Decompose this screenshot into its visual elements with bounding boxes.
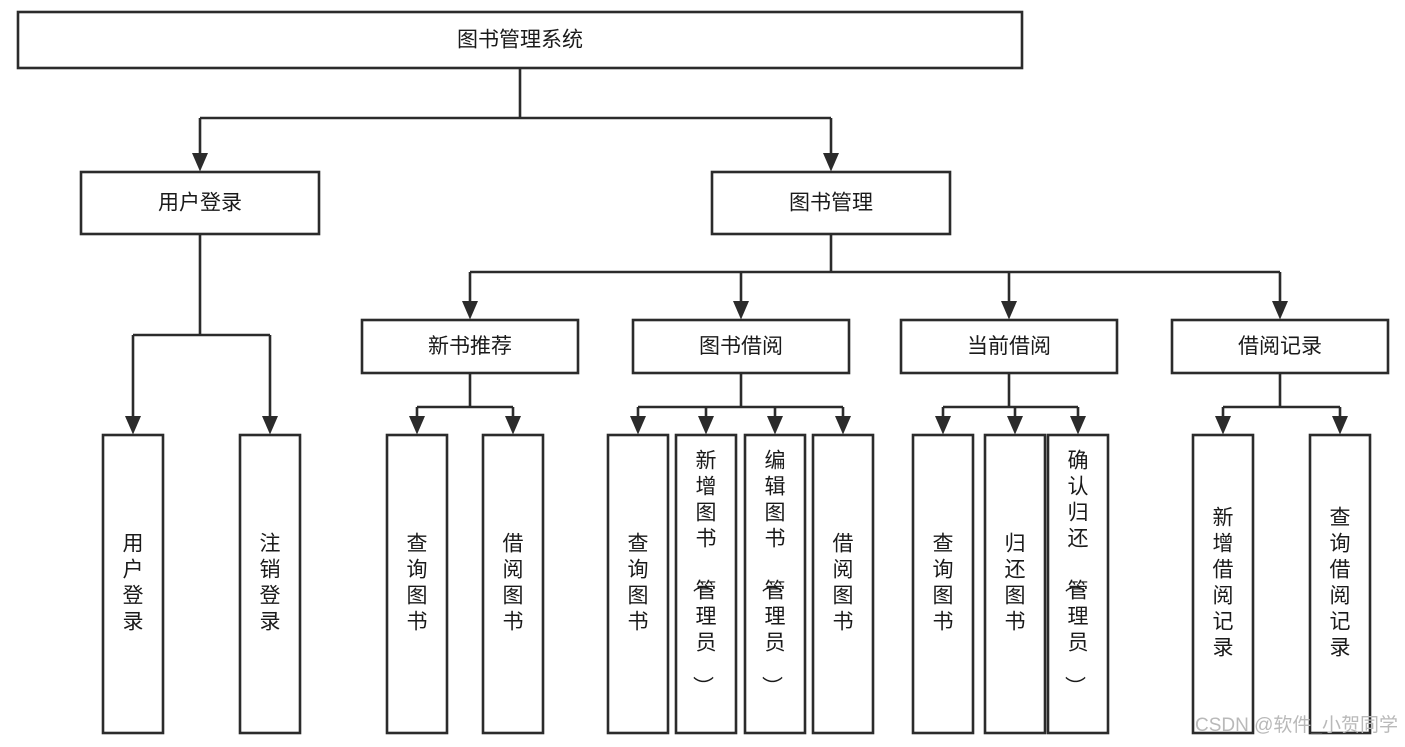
connector-group-l1_book_mgmt [462,234,1288,320]
arrow-head-icon [125,416,141,435]
node-leaf-user-login[interactable]: 用户登录 [101,433,165,735]
node-leaf-add-record[interactable]: 新增借阅记录 [1191,433,1255,735]
node-box[interactable] [606,433,670,735]
node-box[interactable] [1170,318,1390,375]
node-box[interactable] [631,318,851,375]
node-l2-new-book-rec[interactable]: 新书推荐 [360,318,580,375]
node-box[interactable] [79,170,321,236]
arrow-head-icon [767,416,783,435]
node-label: 查询图书 [933,533,954,634]
node-layer: 图书管理系统用户登录图书管理新书推荐图书借阅当前借阅借阅记录用户登录注销登录查询… [16,10,1390,735]
node-box[interactable] [16,10,1024,70]
arrow-head-icon [630,416,646,435]
node-label: 用户登录 [123,533,144,634]
arrow-head-icon [835,416,851,435]
node-label: 注销登录 [260,533,281,634]
arrow-head-icon [462,301,478,320]
node-leaf-add-book[interactable]: 新增图书（管理员） [674,433,738,735]
arrow-head-icon [698,416,714,435]
connector-group-l2_current_borrow [935,373,1086,435]
node-label: 归还图书 [1005,533,1026,634]
node-label: 查询图书 [407,533,428,634]
node-label: 查询借阅记录 [1330,507,1351,660]
node-box[interactable] [674,433,738,735]
node-label: 新增图书（管理员） [691,450,717,697]
node-l1-book-mgmt[interactable]: 图书管理 [710,170,952,236]
node-leaf-return-book[interactable]: 归还图书 [983,433,1047,735]
node-leaf-borrow-book-a[interactable]: 借阅图书 [481,433,545,735]
connector-group-root [192,68,839,172]
node-label: 编辑图书（管理员） [760,450,786,697]
arrow-head-icon [935,416,951,435]
arrow-head-icon [505,416,521,435]
node-l2-current-borrow[interactable]: 当前借阅 [899,318,1119,375]
arrow-head-icon [1007,416,1023,435]
node-root[interactable]: 图书管理系统 [16,10,1024,70]
node-leaf-borrow-book-b[interactable]: 借阅图书 [811,433,875,735]
node-box[interactable] [360,318,580,375]
node-label: 借阅图书 [503,533,524,634]
node-leaf-query-record[interactable]: 查询借阅记录 [1308,433,1372,735]
arrow-head-icon [1215,416,1231,435]
node-label: 新书推荐 [428,335,512,358]
node-box[interactable] [710,170,952,236]
node-l2-book-borrow[interactable]: 图书借阅 [631,318,851,375]
connector-group-l2_new_book_rec [409,373,521,435]
csdn-watermark: CSDN @软件_小贺同学 [1195,714,1398,736]
arrow-head-icon [262,416,278,435]
node-box[interactable] [385,433,449,735]
arrow-head-icon [1272,301,1288,320]
node-box[interactable] [811,433,875,735]
node-leaf-edit-book[interactable]: 编辑图书（管理员） [743,433,807,735]
node-label: 当前借阅 [967,335,1051,358]
node-box[interactable] [1308,433,1372,735]
node-label: 新增借阅记录 [1213,507,1234,660]
node-label: 图书借阅 [699,335,783,358]
node-box[interactable] [899,318,1119,375]
node-label: 借阅记录 [1238,335,1322,358]
node-l1-user-login[interactable]: 用户登录 [79,170,321,236]
node-box[interactable] [983,433,1047,735]
node-l2-borrow-record[interactable]: 借阅记录 [1170,318,1390,375]
arrow-head-icon [1001,301,1017,320]
node-label: 图书管理 [789,192,873,215]
node-leaf-query-book-a[interactable]: 查询图书 [385,433,449,735]
connector-group-l2_borrow_record [1215,373,1348,435]
node-leaf-query-book-b[interactable]: 查询图书 [606,433,670,735]
node-label: 查询图书 [628,533,649,634]
arrow-head-icon [823,153,839,172]
arrow-head-icon [192,153,208,172]
node-label: 借阅图书 [833,533,854,634]
connector-group-l1_user_login [125,234,278,435]
node-leaf-logout[interactable]: 注销登录 [238,433,302,735]
connector-layer [125,68,1348,435]
node-box[interactable] [101,433,165,735]
node-leaf-confirm-return[interactable]: 确认归还（管理员） [1046,433,1110,735]
node-label: 确认归还（管理员） [1063,450,1089,697]
arrow-head-icon [733,301,749,320]
arrow-head-icon [1332,416,1348,435]
node-box[interactable] [1191,433,1255,735]
node-box[interactable] [911,433,975,735]
connector-group-l2_book_borrow [630,373,851,435]
node-box[interactable] [743,433,807,735]
node-box[interactable] [1046,433,1110,735]
node-leaf-query-book-c[interactable]: 查询图书 [911,433,975,735]
node-box[interactable] [481,433,545,735]
arrow-head-icon [1070,416,1086,435]
node-label: 用户登录 [158,192,242,215]
arrow-head-icon [409,416,425,435]
node-label: 图书管理系统 [457,29,583,52]
node-box[interactable] [238,433,302,735]
